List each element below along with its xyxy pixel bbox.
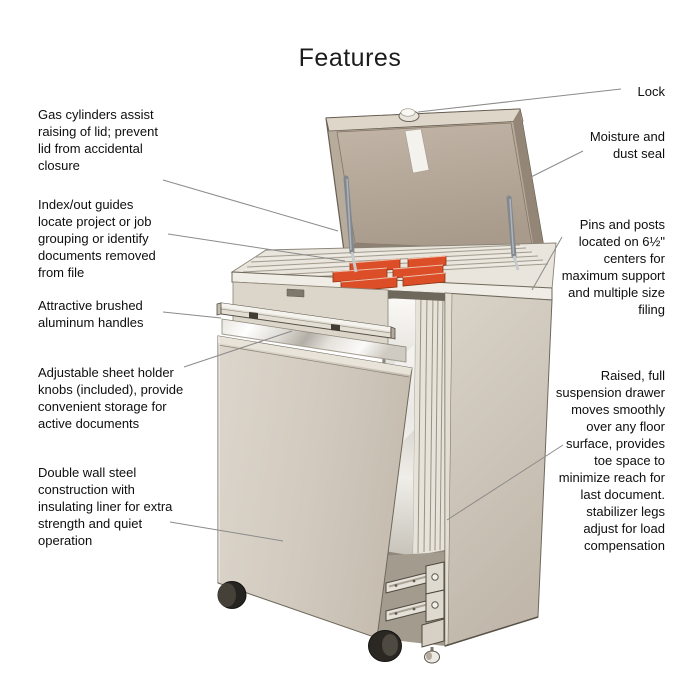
callout-suspension-drawer — [446, 444, 564, 521]
front-caster — [217, 581, 247, 609]
gas-strut-left — [343, 175, 358, 273]
label-gas-cylinders: Gas cylinders assist raising of lid; pre… — [38, 107, 158, 173]
moisture-seal-strip — [404, 128, 430, 174]
callout-aluminum-handles — [162, 311, 222, 319]
label-holder — [286, 288, 305, 298]
callout-lock — [417, 88, 622, 113]
page-title: Features — [298, 44, 402, 72]
callout-double-wall — [169, 521, 284, 542]
sheet-holder-knob — [331, 324, 340, 331]
drawer-front-panel — [217, 335, 413, 639]
label-moisture-seal: Moisture and dust seal — [589, 129, 665, 161]
gas-struts — [343, 175, 520, 273]
casters — [217, 581, 402, 662]
callout-lines — [162, 88, 622, 542]
label-aluminum-handles: Attractive brushed aluminum handles — [38, 298, 144, 330]
label-double-wall: Double wall steel construction with insu… — [38, 465, 173, 548]
lock-cylinder — [398, 108, 420, 122]
lid — [325, 108, 547, 262]
label-pins-posts: Pins and posts located on 6½" centers fo… — [561, 217, 665, 317]
label-sheet-holder-knobs: Adjustable sheet holder knobs (included)… — [38, 365, 184, 431]
gas-strut-right — [506, 195, 520, 271]
label-lock: Lock — [637, 84, 665, 99]
label-suspension-drawer: Raised, full suspension drawer moves smo… — [555, 368, 665, 553]
sheet-holder-bar — [216, 302, 396, 340]
callout-moisture-seal — [530, 150, 584, 178]
callout-pins-posts — [531, 236, 563, 291]
label-index-out-guides: Index/out guides locate project or job g… — [38, 197, 156, 280]
right-side-panel — [444, 292, 553, 647]
callout-gas-cylinders — [162, 179, 339, 232]
callout-index-out-guides — [167, 233, 346, 262]
stabilizer-leg — [421, 618, 445, 664]
drawer-slides — [385, 561, 445, 623]
sheet-holder-knob — [249, 312, 258, 319]
index-tabs — [332, 255, 447, 293]
aluminum-handle — [221, 318, 407, 363]
callout-sheet-holder-knobs — [183, 330, 293, 368]
rear-caster — [368, 630, 402, 662]
